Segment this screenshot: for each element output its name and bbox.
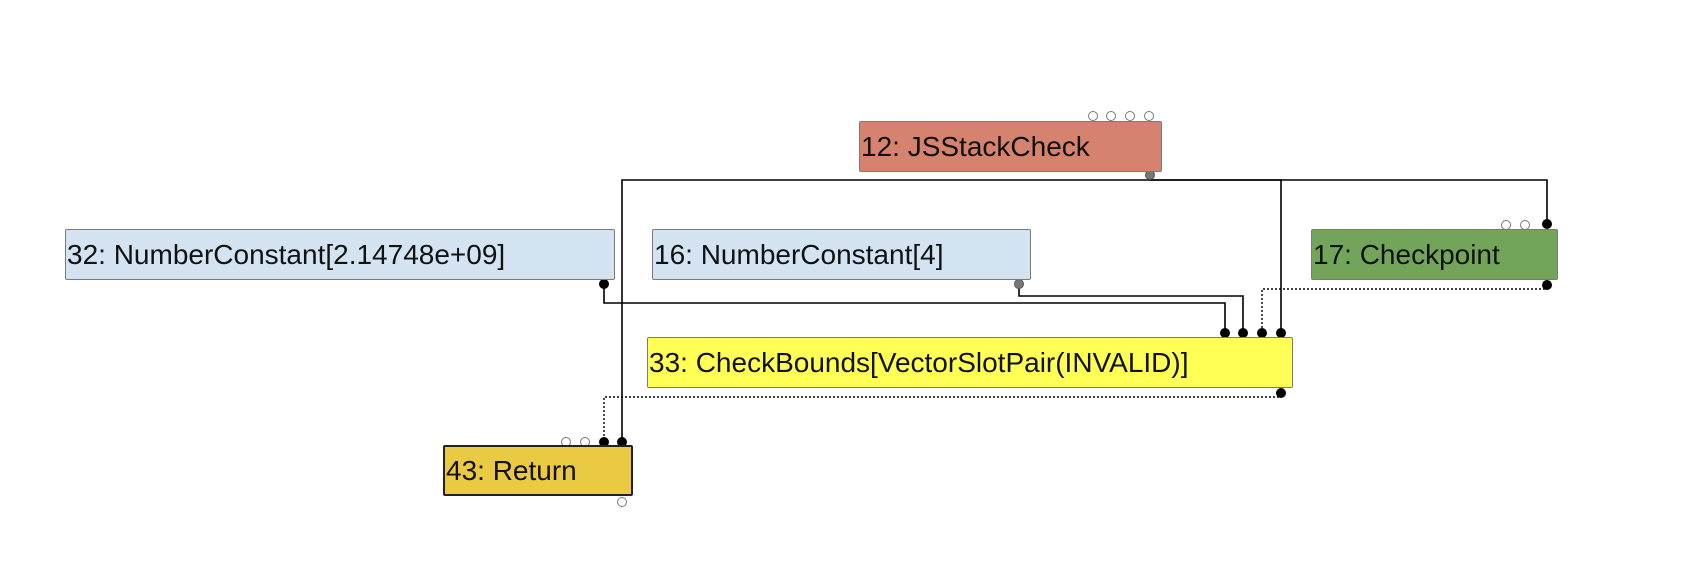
input-port-icon[interactable] [1088,111,1098,121]
output-port-icon[interactable] [617,497,627,507]
input-port-icon[interactable] [1125,111,1135,121]
node-checkpoint[interactable]: 17: Checkpoint [1311,229,1558,280]
edge-32-to-33 [603,283,1226,331]
node-label: 17: Checkpoint [1313,238,1500,270]
node-label: 43: Return [446,454,577,486]
node-checkbounds[interactable]: 33: CheckBounds[VectorSlotPair(INVALID)] [647,337,1293,388]
input-port-icon[interactable] [1106,111,1116,121]
edge-16-to-33 [1018,283,1244,331]
output-port-icon[interactable] [1542,280,1552,290]
edge-33-to-43 [603,391,1282,440]
node-label: 16: NumberConstant[4] [654,238,944,270]
node-jsstackcheck[interactable]: 12: JSStackCheck [859,121,1162,172]
output-port-icon[interactable] [599,279,609,289]
edge-17-to-33 [1261,283,1548,331]
input-port-icon[interactable] [1542,219,1552,229]
node-label: 32: NumberConstant[2.14748e+09] [67,238,506,270]
output-port-icon[interactable] [1276,388,1286,398]
edge-12-to-17 [1149,175,1548,222]
node-number-constant-large[interactable]: 32: NumberConstant[2.14748e+09] [65,229,615,280]
node-number-constant-4[interactable]: 16: NumberConstant[4] [652,229,1031,280]
node-return[interactable]: 43: Return [443,445,633,496]
input-port-icon[interactable] [1144,111,1154,121]
output-port-icon[interactable] [1014,279,1024,289]
edge-12-to-43 [621,175,1151,440]
node-label: 12: JSStackCheck [861,130,1090,162]
node-label: 33: CheckBounds[VectorSlotPair(INVALID)] [649,346,1189,378]
